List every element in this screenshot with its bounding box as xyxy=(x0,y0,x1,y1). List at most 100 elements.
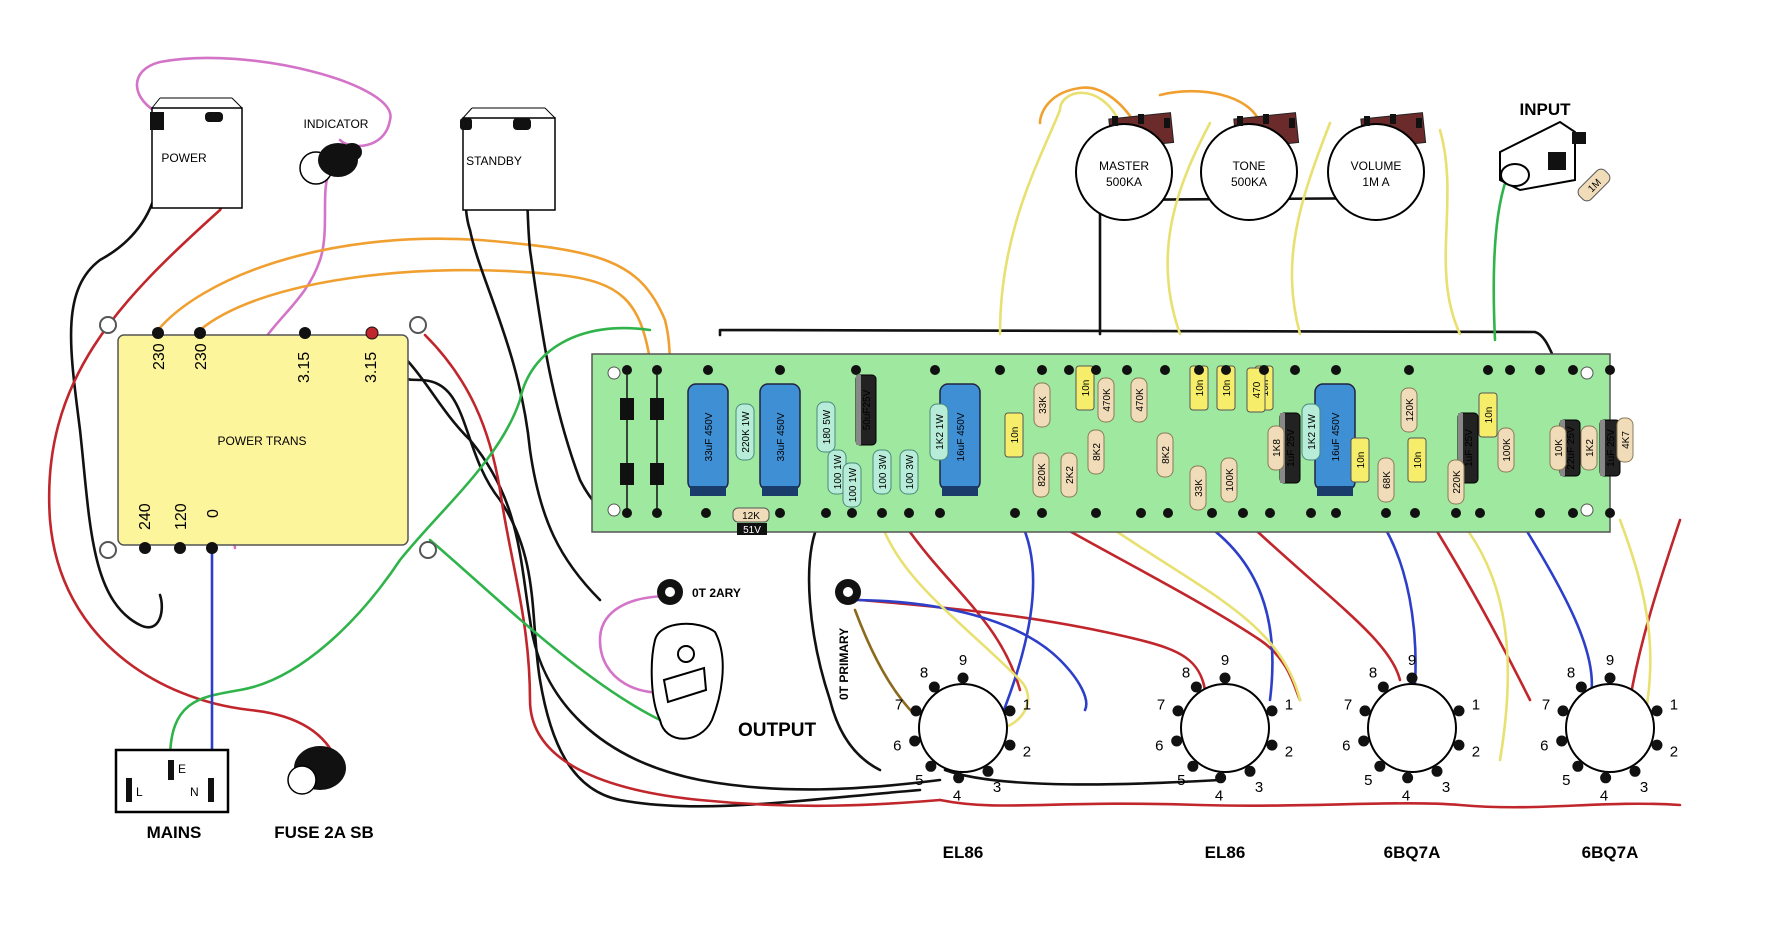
power-resistor: 1K2 1W xyxy=(1301,403,1321,461)
valve-pin xyxy=(1651,705,1663,717)
turret xyxy=(1404,365,1414,375)
valve-type-label: 6BQ7A xyxy=(1582,843,1639,862)
signal-resistor: 33K xyxy=(1033,382,1051,428)
red-wire-plate-e xyxy=(1428,518,1532,702)
valve-pin xyxy=(1453,739,1465,751)
orange-wire-pots xyxy=(1038,86,1262,125)
input-jack: INPUT 1M xyxy=(1499,100,1611,202)
turret xyxy=(652,508,662,518)
pin-label: 7 xyxy=(1157,697,1165,714)
turret xyxy=(1037,365,1047,375)
valve-pin xyxy=(1604,672,1616,684)
resistor-label: 820K xyxy=(1037,463,1048,487)
turret xyxy=(1535,365,1545,375)
red-wire-heater xyxy=(423,333,942,808)
red-wire-plate-f xyxy=(1628,518,1682,702)
valve-pin xyxy=(1171,735,1183,747)
power-switch[interactable]: POWER xyxy=(150,97,243,209)
resistor-label: 33K xyxy=(1038,396,1049,414)
turret xyxy=(935,508,945,518)
valve-pin xyxy=(925,760,937,772)
pin-label: 8 xyxy=(1567,664,1575,681)
signal-resistor: 68K xyxy=(1377,457,1395,503)
signal-resistor: 1K8 xyxy=(1267,425,1285,471)
switch-terminal xyxy=(205,112,223,122)
red-wire-plate-d xyxy=(1243,518,1402,682)
bottom-resistor-group: 12K 51V xyxy=(732,507,770,536)
yellow-wire-6bq7a-a xyxy=(1458,518,1510,762)
capacitor-label: 1uF 25V xyxy=(1286,429,1297,467)
pin-label: 2 xyxy=(1285,743,1293,760)
valve-sockets: 123456789EL86123456789EL861234567896BQ7A… xyxy=(893,652,1678,862)
power-transformer: POWER TRANS 230 230 3.15 3.15 240 120 0 xyxy=(99,316,437,559)
valve-pin xyxy=(1431,765,1443,777)
turret xyxy=(622,365,632,375)
turret xyxy=(1568,365,1578,375)
signal-resistor: 8K2 xyxy=(1087,429,1105,475)
resistor-label: 100K xyxy=(1502,438,1513,462)
electrolytic-capacitor: 50uF25V xyxy=(855,374,877,446)
output-label: OUTPUT xyxy=(738,720,817,741)
turret xyxy=(930,365,940,375)
pin-label: 5 xyxy=(1562,772,1570,789)
valve-type-label: EL86 xyxy=(1205,843,1246,862)
power-resistor: 100 3W xyxy=(899,449,919,495)
valve-pin xyxy=(1377,681,1389,693)
resistor-label: 33K xyxy=(1194,479,1205,497)
resistor-label: 100 3W xyxy=(905,454,916,489)
valve-pin xyxy=(1453,705,1465,717)
orange-wire-230-b xyxy=(198,268,652,362)
turret xyxy=(1163,508,1173,518)
resistor-label: 12K xyxy=(742,511,760,522)
valve-pin xyxy=(1358,735,1370,747)
black-wire-heater-a xyxy=(303,333,922,808)
yellow-wire-input xyxy=(1438,128,1462,336)
transformer-bottom-taps: 240 120 0 xyxy=(137,503,222,554)
turret xyxy=(821,508,831,518)
valve-pin xyxy=(1575,681,1587,693)
power-resistor: 100 1W xyxy=(842,462,862,508)
standby-switch[interactable]: STANDBY xyxy=(460,107,556,211)
valve-pin xyxy=(1651,739,1663,751)
power-resistor: 220K 1W xyxy=(735,403,755,461)
resistor-label: 470K xyxy=(1102,388,1113,412)
turret xyxy=(1535,508,1545,518)
pin-label: 1 xyxy=(1472,697,1480,714)
pin-label: 3 xyxy=(1442,779,1450,796)
resistor-label: 10K xyxy=(1554,439,1565,457)
pin-label: 5 xyxy=(1177,772,1185,789)
pot-name: VOLUME xyxy=(1351,159,1402,173)
valve-pin xyxy=(1572,760,1584,772)
pin-label: 9 xyxy=(1408,652,1416,669)
capacitor-label: 33uF 450V xyxy=(776,412,787,461)
pot-name: TONE xyxy=(1232,159,1265,173)
turret xyxy=(1265,508,1275,518)
resistor-label: 2K2 xyxy=(1065,466,1076,484)
pin-label: 3 xyxy=(1640,779,1648,796)
transformer-label: POWER TRANS xyxy=(217,434,306,448)
black-wire-power-switch xyxy=(69,133,164,629)
turret xyxy=(775,508,785,518)
valve-pin xyxy=(982,765,994,777)
signal-resistor: 33K xyxy=(1189,465,1207,511)
pin-label: 2 xyxy=(1472,743,1480,760)
green-wire-ground-b xyxy=(428,538,662,722)
electrolytic-capacitor: 1uF 25V xyxy=(1599,419,1621,477)
pin-label: 1 xyxy=(1023,697,1031,714)
black-wire-primary xyxy=(807,518,882,772)
green-wire-ground-a xyxy=(168,326,652,762)
pin-label: 9 xyxy=(959,652,967,669)
valve-pin xyxy=(1266,739,1278,751)
power-resistor: 100 3W xyxy=(872,449,892,495)
wires xyxy=(47,56,1682,809)
coupling-capacitors: 10n10n10n10n10n47010n10n10n xyxy=(1004,365,1498,483)
signal-resistor: 470K xyxy=(1130,377,1148,423)
indicator-label: INDICATOR xyxy=(304,117,369,131)
film-capacitor: 10n xyxy=(1478,392,1498,438)
pink-wire-power-indicator xyxy=(135,56,392,148)
capacitor-label: 10n xyxy=(1010,427,1021,444)
